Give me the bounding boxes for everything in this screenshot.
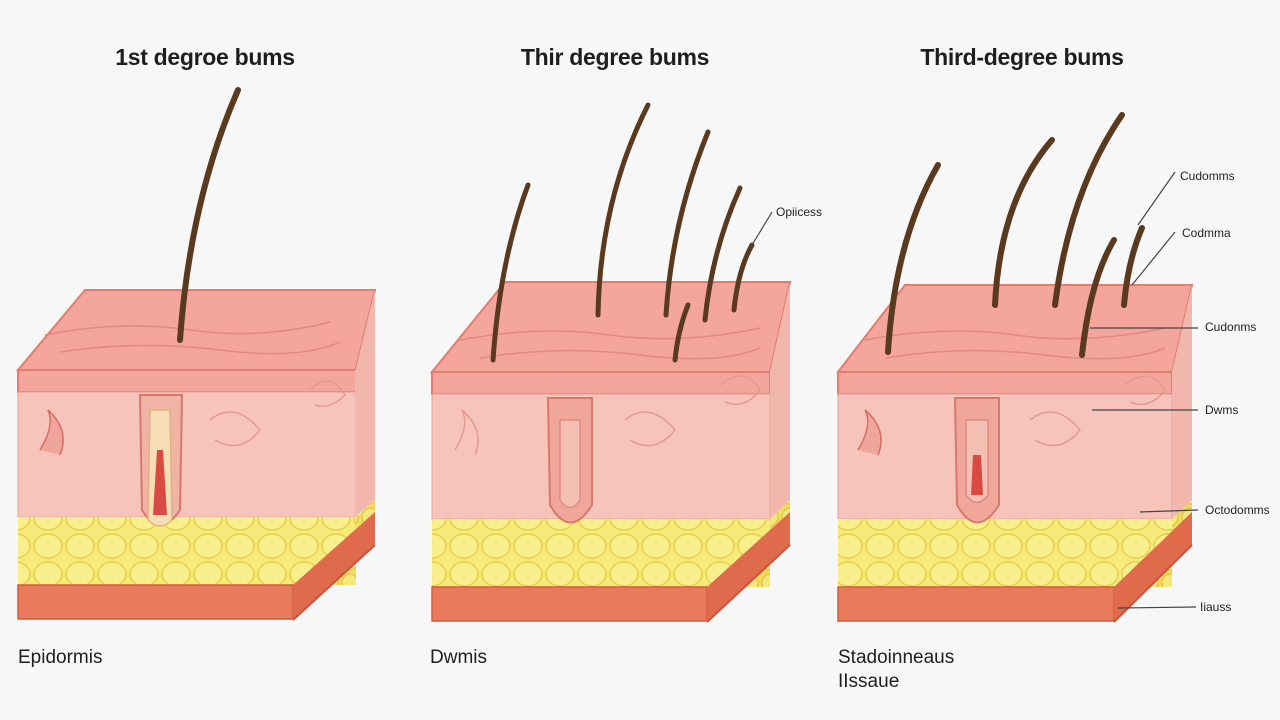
skin-block-third [835,112,1199,623]
caption-dermis: Dwmis [430,647,487,668]
callout-label: Dwms [1205,403,1239,417]
callout-line [751,211,773,246]
callout-label: Opiicess [776,205,823,219]
callout-label: Cudomms [1180,169,1235,183]
caption-line: Stadoinneaus [838,647,955,668]
panel-title-second: Thir degree bums [520,44,710,70]
caption-line: IIssaue [838,671,900,692]
skin-block-first [15,87,377,621]
panel-title-first: 1st degroe bums [115,44,295,70]
panel-title-third: Third-degree bums [920,44,1124,70]
callout-label: Cudonms [1205,320,1257,334]
callout-label: Iiauss [1200,600,1232,614]
skin-block-second [429,102,792,623]
caption-subcutaneous: Stadoinneaus IIssaue [838,646,954,694]
caption-epidermis: Epidormis [18,647,103,668]
callout-label: Codmma [1182,226,1231,240]
callout-label: Octodomms [1205,503,1270,517]
